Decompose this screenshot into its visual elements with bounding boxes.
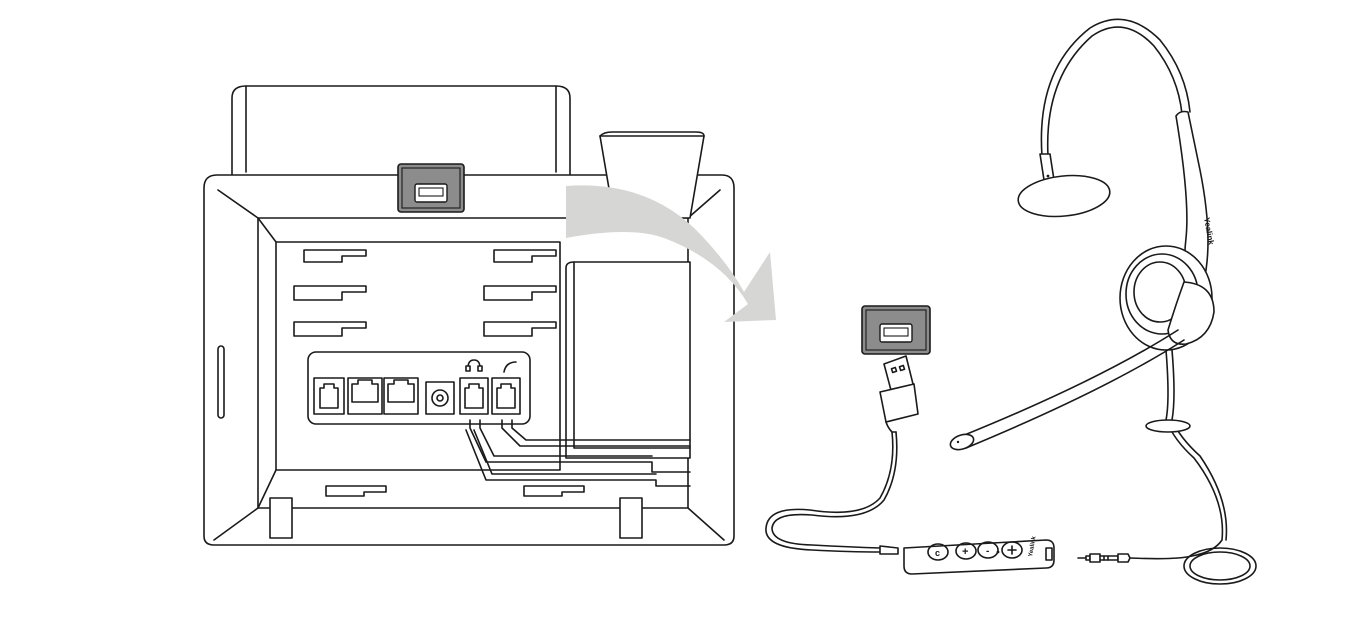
- cord-loop: [1183, 547, 1257, 585]
- mic-boom: [961, 329, 1185, 449]
- handset-icon: [503, 361, 517, 373]
- headset: Yealink: [949, 18, 1257, 585]
- port-panel: [307, 351, 531, 425]
- handset-rest: [565, 261, 691, 459]
- headset-cord: [1129, 349, 1224, 560]
- connection-arrow: [566, 185, 776, 322]
- svg-text:+: +: [962, 546, 968, 558]
- phone-cables: [465, 419, 691, 487]
- call-button: [927, 543, 949, 561]
- phone-stand-top: [231, 85, 571, 176]
- usb-cable: c + - Yealink: [765, 305, 1131, 575]
- volume-down-button: [977, 541, 999, 559]
- usb-plug: [879, 355, 919, 433]
- mute-button: [1001, 541, 1023, 559]
- inline-controller: c + - Yealink: [903, 535, 1055, 575]
- microphone: [949, 433, 975, 451]
- usb-cord: [765, 431, 894, 553]
- volume-up-button: [955, 542, 977, 560]
- phone-usb-port: [397, 163, 465, 213]
- ip-phone-back: [203, 85, 735, 546]
- mount-slots: [293, 249, 585, 497]
- svg-text:-: -: [986, 546, 989, 557]
- audio-jack: [1077, 553, 1131, 563]
- headset-icon: [465, 359, 483, 372]
- controller-brand-label: Yealink: [1028, 535, 1038, 557]
- cord-clip: [1145, 419, 1191, 433]
- usb-port-icon: [861, 305, 931, 355]
- headband: [1040, 18, 1191, 157]
- svg-text:c: c: [935, 548, 940, 558]
- head-pad: [1017, 174, 1111, 218]
